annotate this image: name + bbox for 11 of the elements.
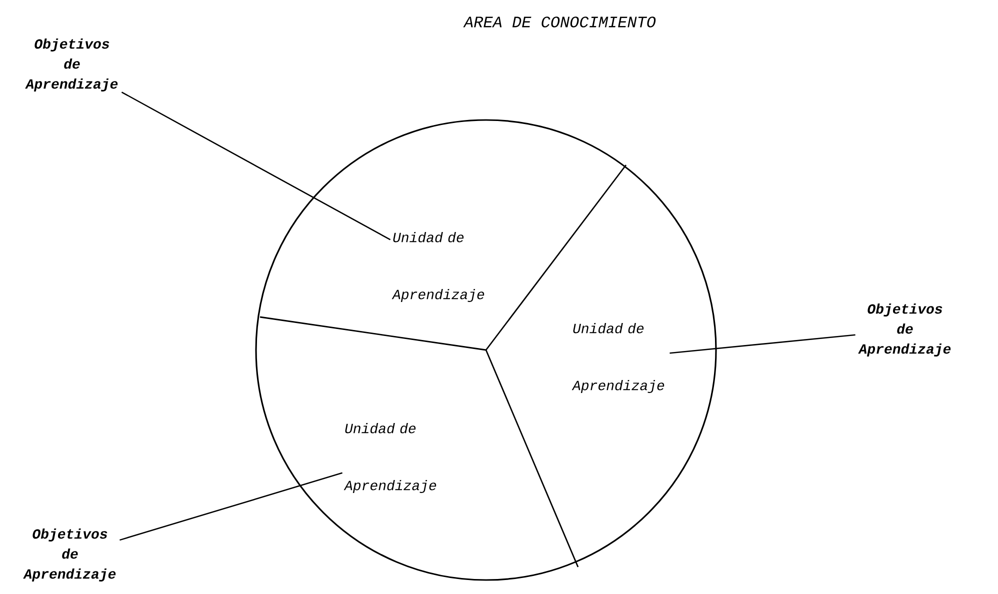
sector-label: Unidad de Aprendizaje	[344, 422, 436, 494]
leader-line	[121, 92, 391, 240]
title: AREA DE CONOCIMIENTO	[463, 16, 656, 28]
leader-line	[670, 334, 856, 354]
callout-text: Objetivos de Aprendizaje	[23, 528, 116, 582]
callout-text: Objetivos de Aprendizaje	[25, 38, 118, 92]
sector-label: Unidad de Aprendizaje	[392, 232, 484, 302]
leader-line	[120, 472, 342, 541]
callout-text: Objetivos de Aprendizaje	[858, 303, 951, 357]
sector-label: Unidad de Aprendizaje	[572, 322, 664, 394]
circle-shape	[255, 119, 717, 581]
